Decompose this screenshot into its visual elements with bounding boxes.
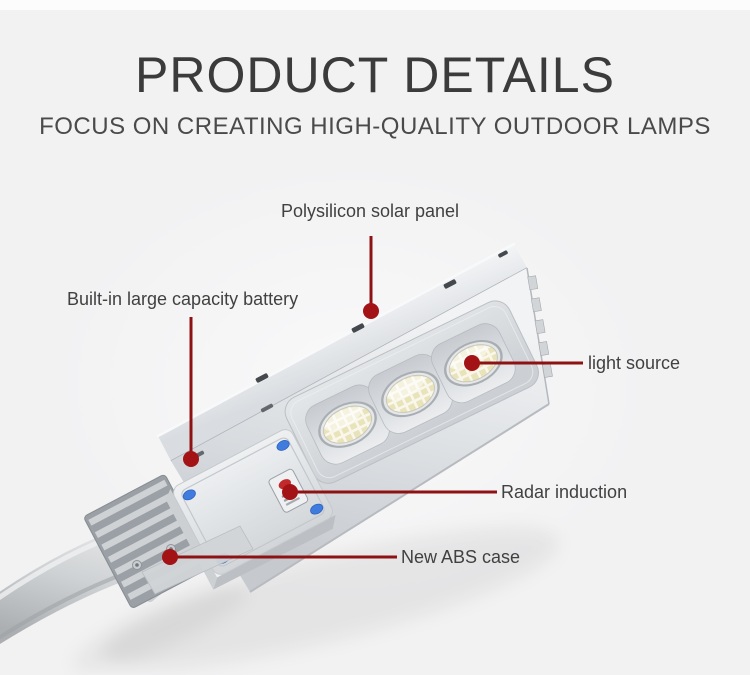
callout-dots — [162, 303, 480, 565]
callout-label-radar: Radar induction — [501, 482, 628, 502]
callout-dot-light-source — [464, 355, 480, 371]
callout-dot-radar — [282, 484, 298, 500]
callout-dot-solar-panel — [363, 303, 379, 319]
callout-lines — [170, 236, 583, 559]
led-panel — [284, 300, 539, 484]
page-title: PRODUCT DETAILS — [135, 47, 615, 103]
lamp-shadow — [72, 528, 559, 671]
callout-dot-abs-case — [162, 549, 178, 565]
top-strip — [0, 0, 750, 10]
heatsink-edge-serrations — [527, 275, 553, 378]
callout-label-battery: Built-in large capacity battery — [67, 289, 299, 309]
panel-clips — [255, 250, 508, 383]
bracket-arm — [132, 525, 254, 595]
page-subtitle: FOCUS ON CREATING HIGH-QUALITY OUTDOOR L… — [39, 113, 711, 140]
callout-dot-battery — [183, 451, 199, 467]
callout-label-light-source: light source — [588, 353, 681, 373]
callout-label-abs-case: New ABS case — [401, 547, 521, 567]
callout-label-solar-panel: Polysilicon solar panel — [280, 201, 460, 221]
